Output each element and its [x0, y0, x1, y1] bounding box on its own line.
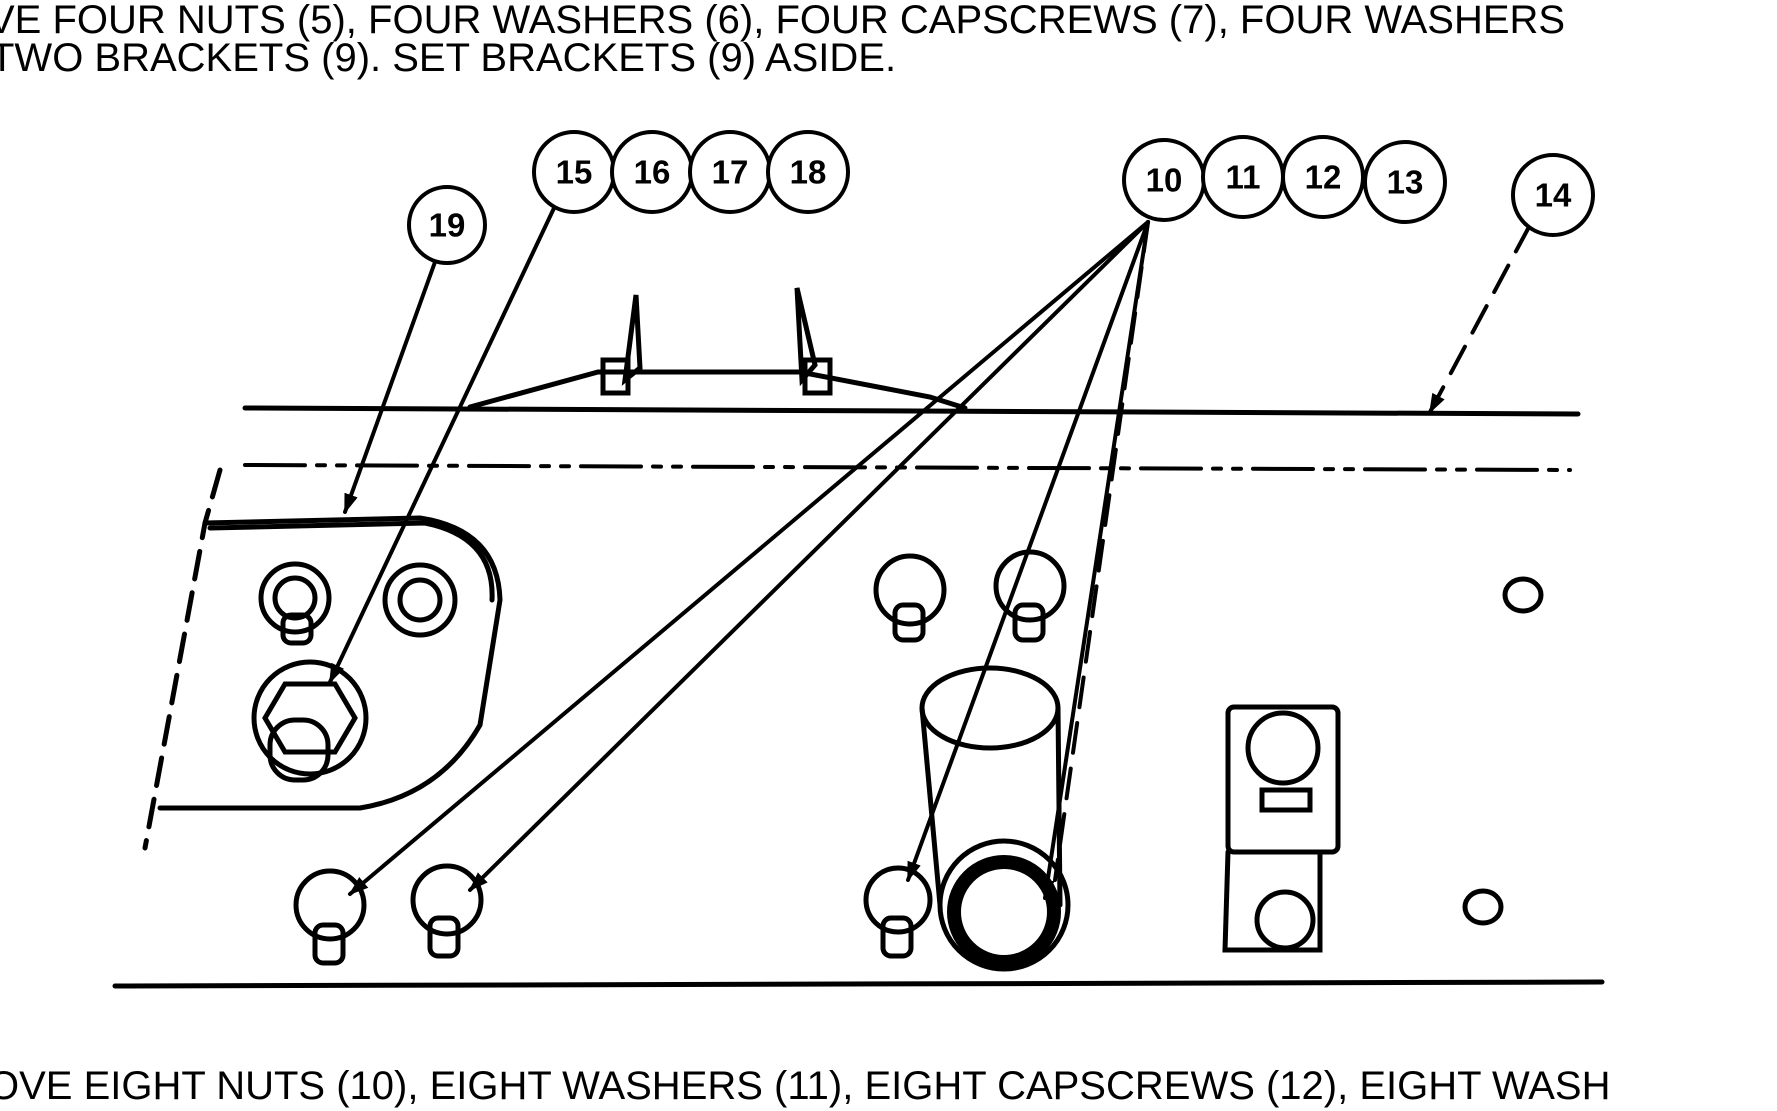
tube-assembly [919, 665, 1071, 972]
instruction-line-3: OVE EIGHT NUTS (10), EIGHT WASHERS (11),… [0, 1064, 1611, 1108]
callout-14: 14 [1511, 153, 1595, 237]
callout-16: 16 [610, 130, 694, 214]
cable-and-clips [467, 287, 968, 411]
bracket-fasteners [251, 561, 458, 783]
callout-13: 13 [1363, 140, 1447, 224]
frame-fasteners [293, 549, 1067, 966]
leader-lines [328, 204, 1532, 900]
callout-19: 19 [407, 185, 487, 265]
callout-17-label: 17 [712, 154, 749, 191]
callout-15-label: 15 [556, 154, 593, 191]
callout-13-label: 13 [1387, 164, 1424, 201]
instruction-line-2: TWO BRACKETS (9). SET BRACKETS (9) ASIDE… [0, 36, 897, 80]
callout-14-label: 14 [1535, 177, 1572, 214]
callout-12: 12 [1281, 135, 1365, 219]
frame-holes [1462, 576, 1544, 926]
callout-10-label: 10 [1146, 162, 1183, 199]
callout-15: 15 [532, 130, 616, 214]
callout-19-label: 19 [429, 207, 466, 244]
bracket-plate [142, 467, 503, 851]
callout-11-label: 11 [1226, 159, 1261, 196]
callout-10: 10 [1122, 138, 1206, 222]
frame-rails [112, 405, 1605, 989]
callout-18: 18 [766, 130, 850, 214]
callout-17: 17 [688, 130, 772, 214]
clamp-block [1222, 704, 1341, 953]
callout-11: 11 [1201, 135, 1285, 219]
instruction-line-1: VE FOUR NUTS (5), FOUR WASHERS (6), FOUR… [0, 0, 1566, 42]
callout-18-label: 18 [790, 154, 827, 191]
callout-16-label: 16 [634, 154, 671, 191]
callout-12-label: 12 [1305, 159, 1342, 196]
